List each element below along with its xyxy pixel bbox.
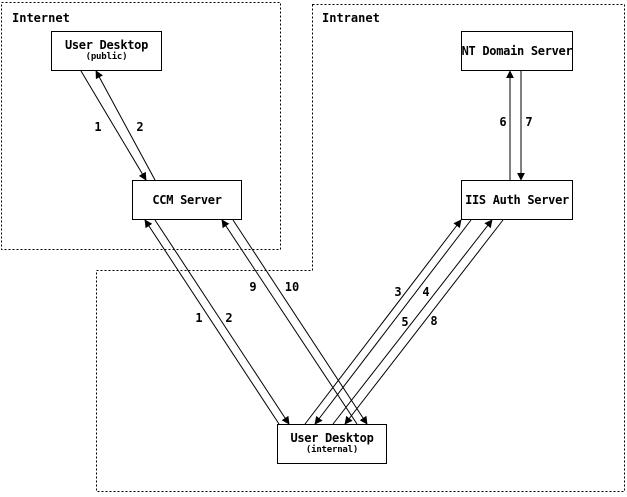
edge-line-iis-to-internal-desktop-4 — [314, 219, 472, 425]
intranet-zone-label: Intranet — [322, 11, 380, 25]
node-user-desktop-internal: User Desktop (internal) — [277, 424, 387, 464]
edge-label-internal-desktop-to-iis-5: 5 — [401, 315, 409, 329]
edge-label-internal-desktop-to-ccm-1: 1 — [195, 311, 203, 325]
flow-arrows — [80, 70, 525, 425]
edge-line-iis-to-internal-desktop-8 — [344, 219, 504, 425]
node-iis-auth-server: IIS Auth Server — [461, 180, 573, 220]
node-user-desktop-public: User Desktop (public) — [51, 31, 162, 71]
edge-label-public-desktop-to-ccm: 1 — [94, 120, 102, 134]
intranet-zone-border — [96, 4, 625, 492]
edge-line-internal-desktop-to-iis-3 — [304, 219, 462, 425]
node-user-desktop-internal-sublabel: (internal) — [305, 445, 359, 455]
edge-label-ccm-to-internal-desktop-2: 2 — [225, 311, 233, 325]
edge-line-internal-desktop-to-iis-5 — [332, 219, 493, 425]
node-user-desktop-public-label: User Desktop — [64, 38, 149, 52]
node-user-desktop-internal-label: User Desktop — [290, 431, 374, 445]
internet-zone-border — [1, 2, 281, 250]
node-ccm-server: CCM Server — [132, 180, 242, 220]
edge-label-iis-to-internal-desktop-4: 4 — [422, 285, 430, 299]
node-iis-auth-server-label: IIS Auth Server — [465, 192, 569, 207]
edge-label-internal-desktop-to-ccm-9: 9 — [249, 280, 257, 294]
edge-line-internal-desktop-to-ccm-9 — [221, 219, 358, 425]
edge-label-iis-to-nt-domain-6: 6 — [499, 115, 507, 129]
node-user-desktop-public-sublabel: (public) — [85, 52, 128, 62]
edge-label-ccm-to-public-desktop: 2 — [136, 120, 144, 134]
internet-zone-label: Internet — [12, 11, 70, 25]
edge-line-ccm-to-internal-desktop-2 — [154, 219, 290, 425]
node-ccm-server-label: CCM Server — [152, 192, 222, 207]
edge-label-internal-desktop-to-iis-3: 3 — [394, 285, 402, 299]
edge-line-ccm-to-public-desktop — [95, 70, 156, 181]
edge-line-internal-desktop-to-ccm-1 — [144, 219, 280, 425]
edge-label-nt-domain-to-iis-7: 7 — [525, 115, 533, 129]
edge-line-public-desktop-to-ccm — [80, 70, 147, 181]
edge-label-ccm-to-internal-desktop-10: 10 — [284, 280, 300, 294]
edge-label-iis-to-internal-desktop-8: 8 — [430, 314, 438, 328]
node-nt-domain-server: NT Domain Server — [461, 31, 573, 71]
node-nt-domain-server-label: NT Domain Server — [461, 43, 573, 58]
edge-line-ccm-to-internal-desktop-10 — [232, 219, 368, 425]
